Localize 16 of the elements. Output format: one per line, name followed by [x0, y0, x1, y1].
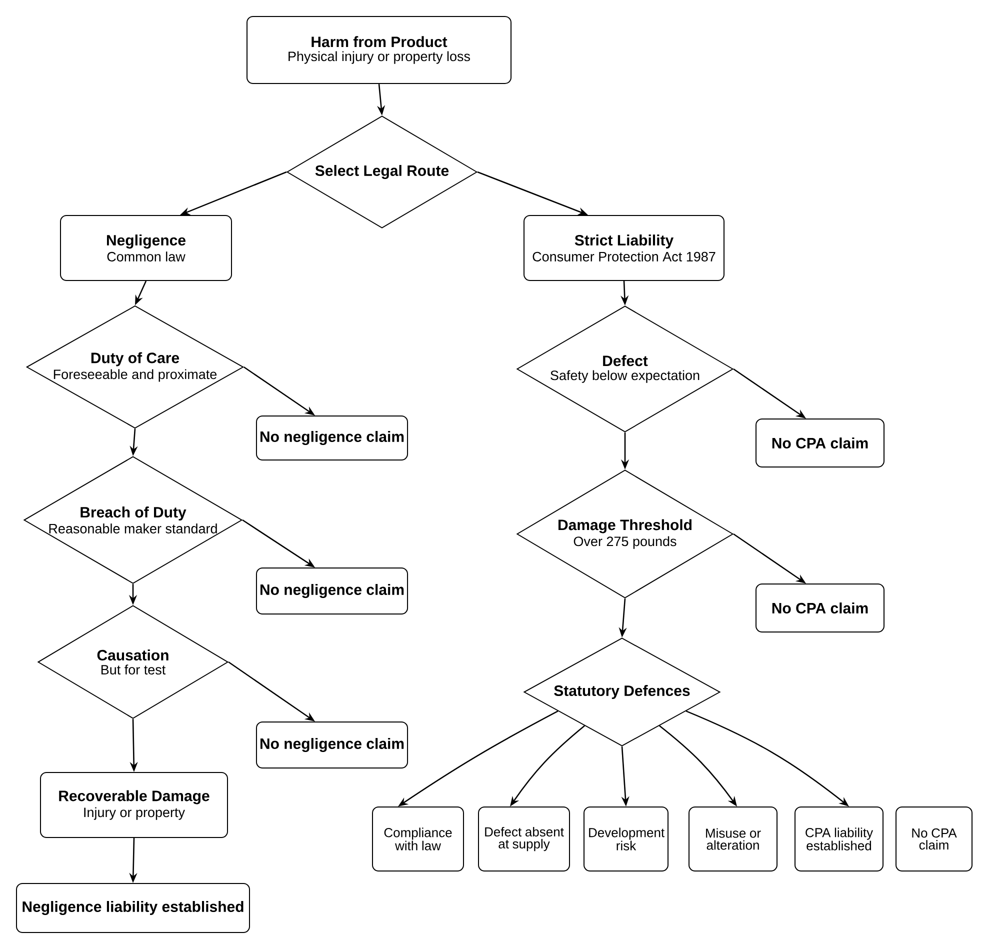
process-box: No CPA claim: [756, 584, 884, 632]
outcome-box: No CPA claim: [896, 806, 973, 872]
process-box: Recoverable Damage Injury or property: [40, 772, 228, 838]
process-box: No CPA claim: [756, 418, 884, 468]
outcome-box: Compliance with law: [372, 806, 464, 872]
outcome-box: CPA liability established: [794, 806, 884, 872]
process-box: Negligence liability established: [16, 883, 250, 933]
process-box: Negligence Common law: [60, 215, 232, 281]
process-box: No negligence claim: [256, 722, 408, 768]
process-box: Harm from Product Physical injury or property loss: [246, 16, 512, 84]
outcome-box: Defect absent at supply: [478, 806, 570, 872]
process-box: Strict Liability Consumer Protection Act 1987: [524, 215, 724, 281]
process-box: No negligence claim: [256, 568, 408, 614]
process-box: No negligence claim: [256, 416, 408, 460]
outcome-box: Misuse or alteration: [688, 806, 778, 872]
outcome-box: Development risk: [584, 806, 668, 872]
